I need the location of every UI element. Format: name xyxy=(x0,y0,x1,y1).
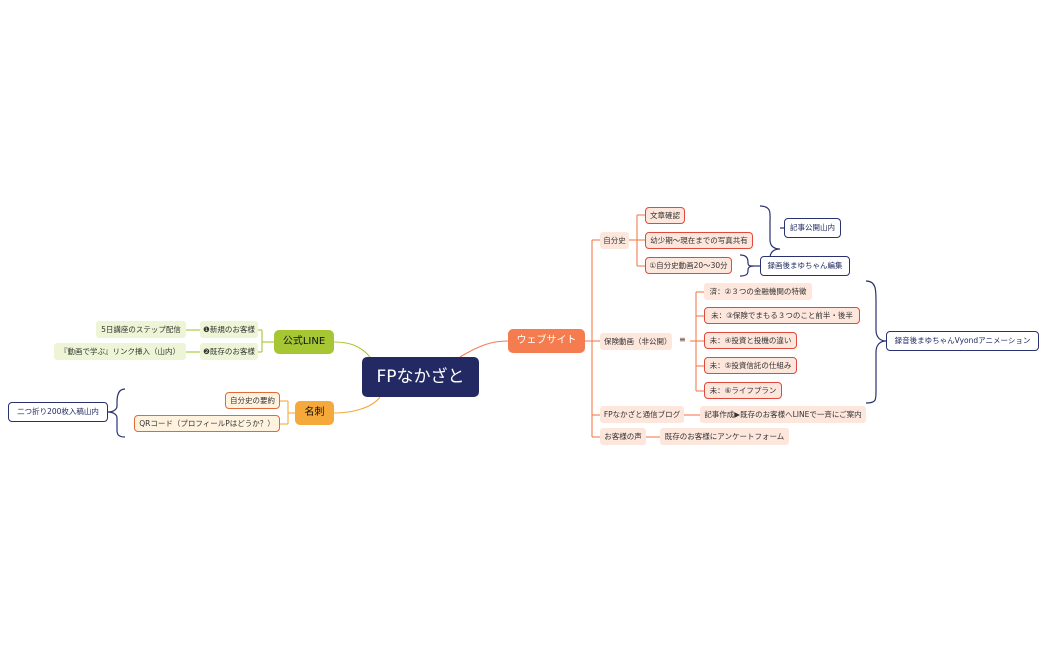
main-topic-website[interactable]: ウェブサイト xyxy=(508,329,585,353)
subtopic-new-customer[interactable]: ❶新規のお客様 xyxy=(200,321,258,338)
customer-voice-item[interactable]: 既存のお客様にアンケートフォーム xyxy=(660,428,789,445)
insurance-item-4[interactable]: 未：⑤投資信託の仕組み xyxy=(704,357,797,374)
jibunshi-item-1[interactable]: 文章確認 xyxy=(645,207,685,224)
subtopic-insurance-video[interactable]: 保険動画（非公開） xyxy=(600,333,672,350)
summary-vyond-animation[interactable]: 録音後まゆちゃんVyondアニメーション xyxy=(886,331,1039,351)
subtopic-blog[interactable]: FPなかざと通信ブログ xyxy=(600,406,684,423)
insurance-item-3[interactable]: 未：④投資と投機の違い xyxy=(704,332,797,349)
summary-recording-edit[interactable]: 録画後まゆちゃん編集 xyxy=(760,256,850,276)
new-customer-item[interactable]: 5日講座のステップ配信 xyxy=(96,321,186,338)
jibunshi-item-3[interactable]: ①自分史動画20〜30分 xyxy=(645,257,732,274)
subtopic-existing-customer[interactable]: ❷既存のお客様 xyxy=(200,343,258,360)
summary-card-print[interactable]: 二つ折り200枚入稿山内 xyxy=(8,402,108,422)
insurance-item-5[interactable]: 未：⑥ライフプラン xyxy=(704,382,782,399)
subtopic-jibunshi[interactable]: 自分史 xyxy=(600,232,629,249)
insurance-item-1[interactable]: 済：②３つの金融機関の特徴 xyxy=(704,283,812,300)
central-topic[interactable]: FPなかざと xyxy=(362,357,479,397)
card-item-summary[interactable]: 自分史の要約 xyxy=(225,392,280,409)
card-item-qr-code[interactable]: QRコード（プロフィールPはどうか？） xyxy=(134,415,280,432)
menu-lines-icon: ≡ xyxy=(679,335,686,344)
jibunshi-item-2[interactable]: 幼少期〜現在までの写真共有 xyxy=(645,232,753,249)
insurance-item-2[interactable]: 未：③保険でまもる３つのこと前半・後半 xyxy=(704,307,860,324)
main-topic-business-card[interactable]: 名刺 xyxy=(295,401,334,425)
blog-item[interactable]: 記事作成▶既存のお客様へLINEで一斉にご案内 xyxy=(700,406,866,423)
main-topic-official-line[interactable]: 公式LINE xyxy=(274,330,334,354)
subtopic-customer-voice[interactable]: お客様の声 xyxy=(600,428,646,445)
summary-article-publish[interactable]: 記事公開山内 xyxy=(784,218,841,238)
existing-customer-item[interactable]: 『動画で学ぶ』リンク挿入（山内） xyxy=(54,343,186,360)
